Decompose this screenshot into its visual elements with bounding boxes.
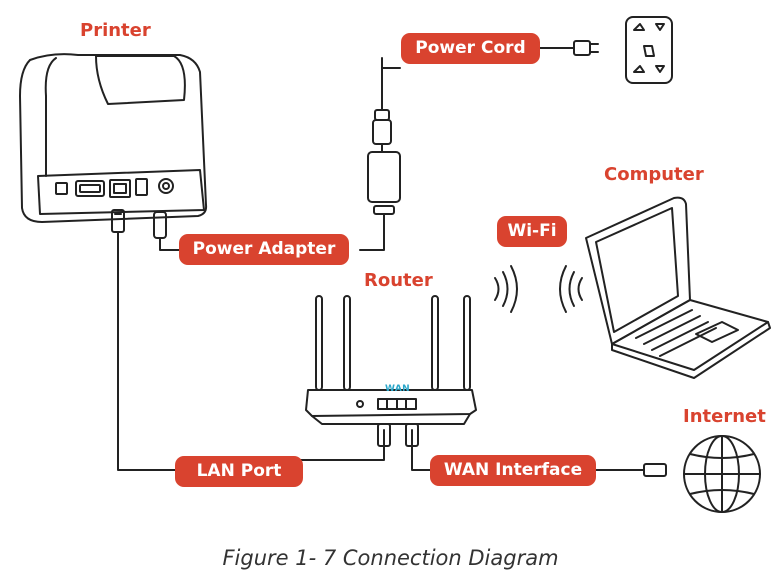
rj45-connector-icon bbox=[643, 463, 667, 477]
power-outlet-icon bbox=[625, 16, 673, 84]
laptop-icon bbox=[585, 196, 771, 379]
wifi-waves-icon bbox=[494, 265, 583, 313]
router-title: Router bbox=[364, 270, 433, 291]
wan-interface-label: WAN Interface bbox=[430, 455, 596, 486]
internet-title: Internet bbox=[683, 406, 766, 427]
router-icon bbox=[305, 295, 477, 425]
globe-icon bbox=[683, 435, 761, 513]
printer-icon bbox=[19, 53, 208, 223]
rj45-connector-icon bbox=[111, 209, 125, 233]
plug-icon bbox=[573, 40, 599, 56]
rj45-connector-icon bbox=[377, 423, 419, 447]
computer-title: Computer bbox=[604, 164, 704, 185]
wan-port-label: WAN bbox=[385, 384, 410, 394]
printer-title: Printer bbox=[80, 20, 151, 41]
lan-port-label: LAN Port bbox=[175, 456, 303, 487]
figure-caption: Figure 1- 7 Connection Diagram bbox=[222, 546, 559, 570]
wifi-label: Wi-Fi bbox=[497, 216, 567, 247]
power-cord-label: Power Cord bbox=[401, 33, 540, 64]
power-adapter-icon bbox=[367, 151, 401, 215]
plug-icon bbox=[153, 211, 167, 239]
power-adapter-label: Power Adapter bbox=[179, 234, 349, 265]
